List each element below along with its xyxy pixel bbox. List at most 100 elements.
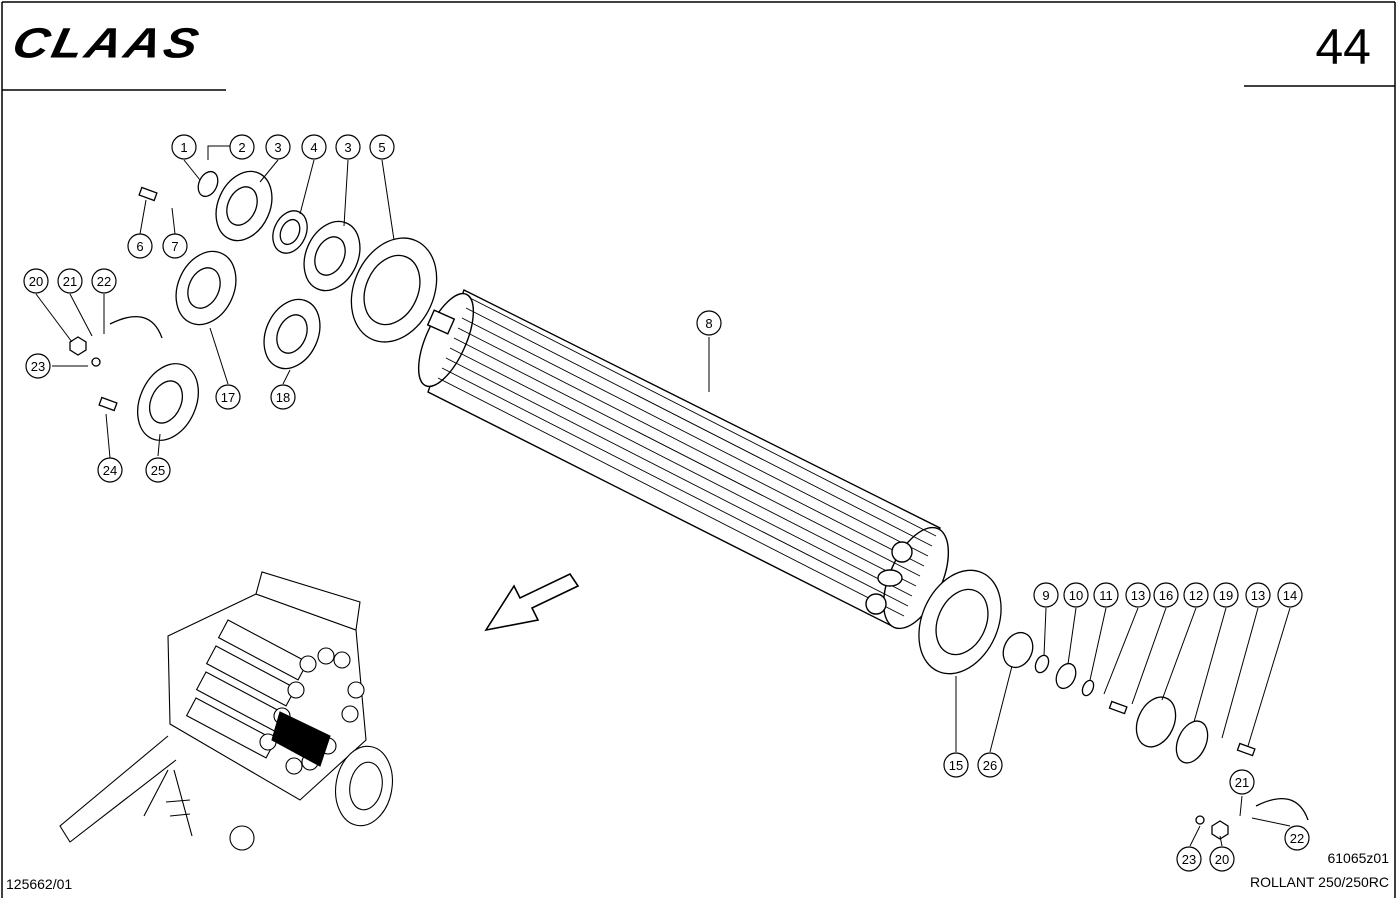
callout-circle bbox=[335, 134, 361, 160]
callout-1: 1 bbox=[171, 134, 197, 160]
callout-label: 9 bbox=[1042, 588, 1049, 603]
callout-circle bbox=[1277, 582, 1303, 608]
callout-circle bbox=[265, 134, 291, 160]
callout-23: 23 bbox=[1176, 846, 1202, 872]
callout-circle bbox=[1183, 582, 1209, 608]
callout-22: 22 bbox=[1284, 825, 1310, 851]
callout-label: 13 bbox=[1251, 588, 1265, 603]
callout-label: 3 bbox=[274, 140, 281, 155]
flange-19 bbox=[1175, 720, 1209, 764]
callout-circle bbox=[270, 384, 296, 410]
callout-21: 21 bbox=[57, 268, 83, 294]
callout-circle bbox=[162, 233, 188, 259]
callout-circle bbox=[91, 268, 117, 294]
flange-26 bbox=[1002, 631, 1034, 669]
callout-16: 16 bbox=[1153, 582, 1179, 608]
callout-circle bbox=[301, 134, 327, 160]
callout-26: 26 bbox=[977, 752, 1003, 778]
drawing-code: 61065z01 bbox=[1327, 850, 1389, 866]
callout-circle bbox=[369, 134, 395, 160]
plate-12 bbox=[1135, 696, 1177, 748]
callout-label: 20 bbox=[29, 274, 43, 289]
callout-circle bbox=[229, 134, 255, 160]
callout-circle bbox=[1213, 582, 1239, 608]
callout-label: 15 bbox=[949, 758, 963, 773]
callout-circle bbox=[23, 268, 49, 294]
ring-11 bbox=[1081, 679, 1095, 697]
ring-9 bbox=[1034, 654, 1050, 674]
callout-label: 2 bbox=[238, 140, 245, 155]
callout-label: 4 bbox=[310, 140, 317, 155]
bearing-10 bbox=[1055, 662, 1077, 690]
callout-circle bbox=[215, 384, 241, 410]
callout-22: 22 bbox=[91, 268, 117, 294]
callout-23: 23 bbox=[25, 353, 51, 379]
callout-18: 18 bbox=[270, 384, 296, 410]
callout-label: 26 bbox=[983, 758, 997, 773]
callout-circle bbox=[145, 457, 171, 483]
baler-overview-sketch bbox=[59, 571, 393, 851]
callout-5: 5 bbox=[369, 134, 395, 160]
seal-1 bbox=[197, 170, 219, 198]
callout-circle bbox=[1284, 825, 1310, 851]
callout-10: 10 bbox=[1063, 582, 1089, 608]
callout-label: 16 bbox=[1159, 588, 1173, 603]
callout-circle bbox=[1153, 582, 1179, 608]
callout-label: 13 bbox=[1131, 588, 1145, 603]
callout-label: 6 bbox=[136, 239, 143, 254]
callout-24: 24 bbox=[97, 457, 123, 483]
callout-circle bbox=[1093, 582, 1119, 608]
callout-label: 23 bbox=[1182, 852, 1196, 867]
callout-circle bbox=[1209, 846, 1235, 872]
callout-label: 20 bbox=[1215, 852, 1229, 867]
callout-circle bbox=[1063, 582, 1089, 608]
callout-circle bbox=[97, 457, 123, 483]
callout-label: 1 bbox=[180, 140, 187, 155]
callout-circle bbox=[943, 752, 969, 778]
callout-8: 8 bbox=[696, 310, 722, 336]
callout-9: 9 bbox=[1033, 582, 1059, 608]
callout-2: 2 bbox=[229, 134, 255, 160]
callout-circle bbox=[57, 268, 83, 294]
callout-25: 25 bbox=[145, 457, 171, 483]
callout-13: 13 bbox=[1125, 582, 1151, 608]
callout-label: 10 bbox=[1069, 588, 1083, 603]
callout-circle bbox=[696, 310, 722, 336]
callout-4: 4 bbox=[301, 134, 327, 160]
callout-label: 22 bbox=[1290, 831, 1304, 846]
callout-21: 21 bbox=[1229, 769, 1255, 795]
model-name: ROLLANT 250/250RC bbox=[1249, 874, 1389, 890]
callout-12: 12 bbox=[1183, 582, 1209, 608]
callout-13: 13 bbox=[1245, 582, 1271, 608]
callout-14: 14 bbox=[1277, 582, 1303, 608]
callout-label: 18 bbox=[276, 390, 290, 405]
callout-label: 14 bbox=[1283, 588, 1297, 603]
callout-circle bbox=[171, 134, 197, 160]
callout-label: 24 bbox=[103, 463, 117, 478]
roller-drum bbox=[417, 289, 950, 630]
callout-label: 19 bbox=[1219, 588, 1233, 603]
callout-3: 3 bbox=[335, 134, 361, 160]
callout-label: 25 bbox=[151, 463, 165, 478]
callout-circle bbox=[1176, 846, 1202, 872]
callout-circle bbox=[127, 233, 153, 259]
callout-label: 21 bbox=[1235, 775, 1249, 790]
callout-circle bbox=[25, 353, 51, 379]
callout-circle bbox=[1245, 582, 1271, 608]
callout-6: 6 bbox=[127, 233, 153, 259]
callout-label: 22 bbox=[97, 274, 111, 289]
callout-circle bbox=[1125, 582, 1151, 608]
callout-label: 3 bbox=[344, 140, 351, 155]
callout-20: 20 bbox=[1209, 846, 1235, 872]
callout-label: 17 bbox=[221, 390, 235, 405]
callout-11: 11 bbox=[1093, 582, 1119, 608]
callout-label: 8 bbox=[705, 316, 712, 331]
document-number: 125662/01 bbox=[6, 876, 73, 892]
callout-circle bbox=[1033, 582, 1059, 608]
page-number: 44 bbox=[1315, 19, 1371, 75]
callout-label: 5 bbox=[378, 140, 385, 155]
callout-3: 3 bbox=[265, 134, 291, 160]
callout-20: 20 bbox=[23, 268, 49, 294]
